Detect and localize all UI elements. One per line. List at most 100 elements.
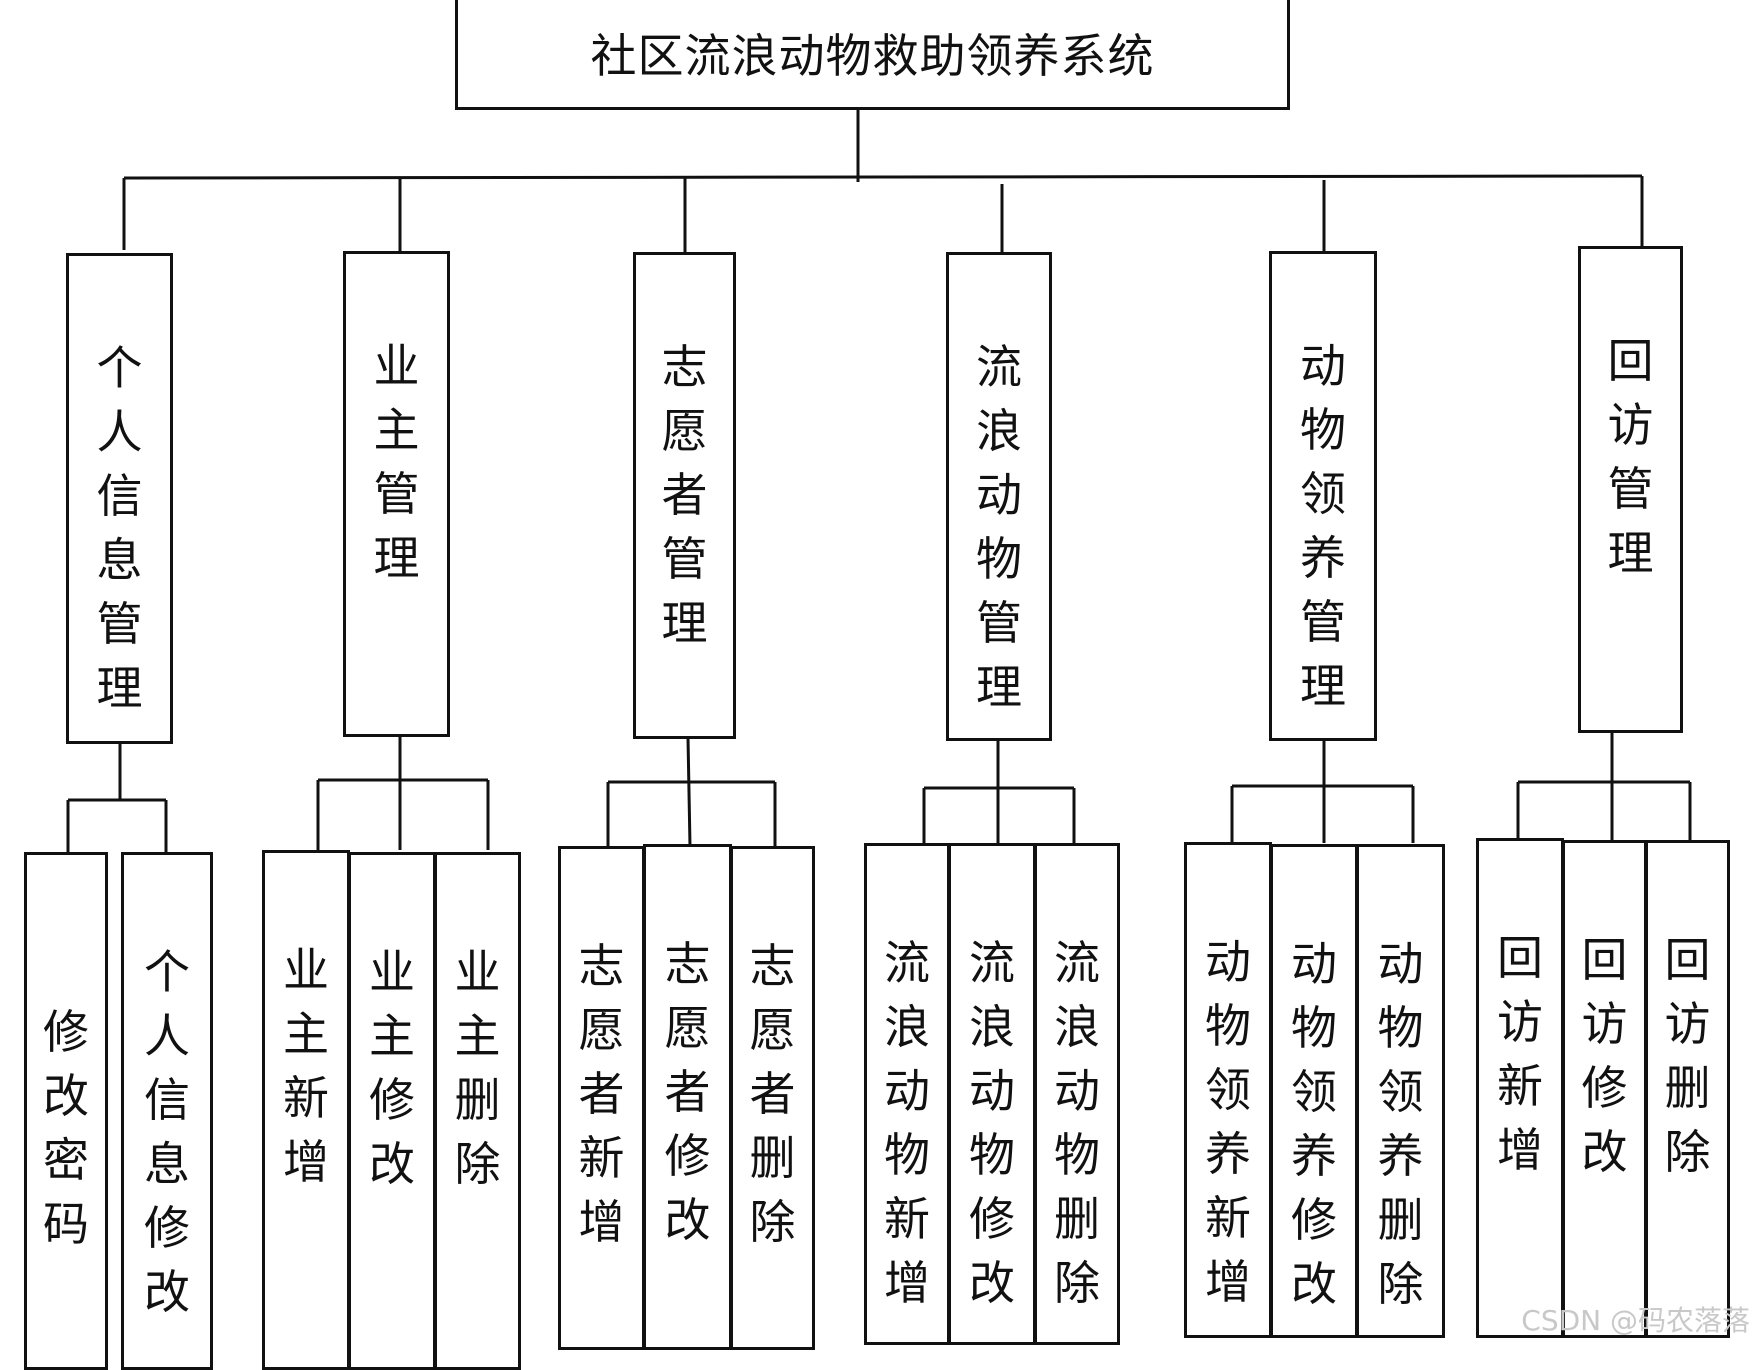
glyph: 理	[96, 661, 143, 715]
leaf-label: 修改密码	[27, 1000, 105, 1256]
module-volunteer: 志愿者管理	[633, 252, 736, 739]
leaf-label: 流浪动物删除	[1037, 931, 1117, 1315]
glyph: 浪	[1054, 1000, 1100, 1054]
glyph: 物	[976, 532, 1022, 586]
module-follow-up: 回访管理	[1578, 246, 1683, 733]
glyph: 主	[283, 1007, 329, 1061]
module-label: 动物领养管理	[1272, 334, 1374, 718]
leaf-label: 动物领养新增	[1187, 930, 1269, 1314]
glyph: 理	[1607, 526, 1654, 580]
glyph: 动	[1300, 339, 1346, 393]
leaf-label: 回访新增	[1479, 926, 1561, 1182]
glyph: 动	[884, 1064, 930, 1118]
glyph: 主	[454, 1009, 501, 1063]
glyph: 业	[369, 945, 415, 999]
module-owner: 业主管理	[343, 251, 450, 737]
glyph: 个	[96, 341, 143, 395]
glyph: 修	[1581, 1061, 1628, 1115]
glyph: 改	[1581, 1125, 1628, 1179]
glyph: 增	[283, 1135, 329, 1189]
glyph: 回	[1607, 334, 1654, 388]
leaf-node: 业主新增	[262, 850, 350, 1370]
leaf-label: 志愿者新增	[561, 934, 642, 1254]
glyph: 物	[1291, 1001, 1337, 1055]
leaf-label: 业主修改	[351, 940, 433, 1196]
glyph: 访	[1664, 997, 1711, 1051]
leaf-node: 回访新增	[1476, 838, 1564, 1338]
glyph: 增	[578, 1195, 625, 1249]
glyph: 理	[661, 596, 708, 650]
leaf-node: 业主删除	[434, 852, 521, 1370]
glyph: 主	[373, 403, 420, 457]
glyph: 动	[1377, 937, 1424, 991]
glyph: 管	[976, 596, 1022, 650]
glyph: 者	[749, 1067, 796, 1121]
glyph: 管	[96, 597, 143, 651]
glyph: 动	[1291, 937, 1337, 991]
glyph: 除	[1377, 1257, 1424, 1311]
glyph: 者	[661, 468, 708, 522]
module-stray-animal: 流浪动物管理	[946, 252, 1052, 741]
glyph: 物	[884, 1128, 930, 1182]
glyph: 删	[1054, 1192, 1100, 1246]
leaf-node: 动物领养删除	[1356, 844, 1445, 1338]
glyph: 回	[1664, 933, 1711, 987]
glyph: 删	[1377, 1193, 1424, 1247]
glyph: 浪	[969, 1000, 1015, 1054]
glyph: 新	[884, 1192, 930, 1246]
glyph: 除	[1054, 1256, 1100, 1310]
glyph: 修	[43, 1005, 89, 1059]
glyph: 流	[976, 340, 1022, 394]
glyph: 信	[144, 1073, 190, 1127]
leaf-node: 回访修改	[1562, 840, 1647, 1338]
leaf-node: 修改密码	[24, 852, 108, 1370]
module-label: 个人信息管理	[69, 336, 170, 720]
glyph: 志	[749, 939, 796, 993]
glyph: 改	[1291, 1257, 1337, 1311]
glyph: 回	[1497, 931, 1543, 985]
glyph: 修	[969, 1192, 1015, 1246]
leaf-node: 流浪动物修改	[948, 843, 1036, 1345]
glyph: 物	[1205, 999, 1251, 1053]
watermark: CSDN @码农落落	[1521, 1304, 1750, 1337]
leaf-label: 业主新增	[265, 938, 347, 1194]
glyph: 管	[1607, 462, 1654, 516]
module-animal-adoption: 动物领养管理	[1269, 251, 1377, 741]
glyph: 流	[884, 936, 930, 990]
leaf-node: 志愿者删除	[730, 846, 815, 1350]
glyph: 物	[1054, 1128, 1100, 1182]
glyph: 新	[1497, 1059, 1543, 1113]
glyph: 动	[969, 1064, 1015, 1118]
glyph: 改	[664, 1193, 711, 1247]
glyph: 业	[283, 943, 329, 997]
glyph: 除	[1664, 1125, 1711, 1179]
glyph: 改	[43, 1069, 89, 1123]
glyph: 志	[664, 937, 711, 991]
glyph: 新	[1205, 1191, 1251, 1245]
glyph: 删	[1664, 1061, 1711, 1115]
glyph: 删	[749, 1131, 796, 1185]
glyph: 访	[1497, 995, 1543, 1049]
glyph: 志	[578, 939, 625, 993]
glyph: 管	[661, 532, 708, 586]
glyph: 动	[1054, 1064, 1100, 1118]
leaf-label: 流浪动物新增	[867, 931, 947, 1315]
glyph: 密	[43, 1133, 89, 1187]
leaf-node: 志愿者新增	[558, 846, 645, 1350]
module-label: 回访管理	[1581, 329, 1680, 585]
glyph: 业	[373, 339, 420, 393]
module-label: 流浪动物管理	[949, 335, 1049, 719]
glyph: 领	[1377, 1065, 1424, 1119]
leaf-label: 流浪动物修改	[951, 931, 1033, 1315]
glyph: 浪	[884, 1000, 930, 1054]
leaf-label: 志愿者删除	[733, 934, 812, 1254]
glyph: 理	[976, 660, 1022, 714]
glyph: 流	[1054, 936, 1100, 990]
glyph: 领	[1300, 467, 1346, 521]
glyph: 除	[749, 1195, 796, 1249]
glyph: 息	[144, 1137, 190, 1191]
glyph: 流	[969, 936, 1015, 990]
leaf-label: 回访修改	[1565, 928, 1644, 1184]
leaf-node: 动物领养修改	[1270, 844, 1358, 1338]
